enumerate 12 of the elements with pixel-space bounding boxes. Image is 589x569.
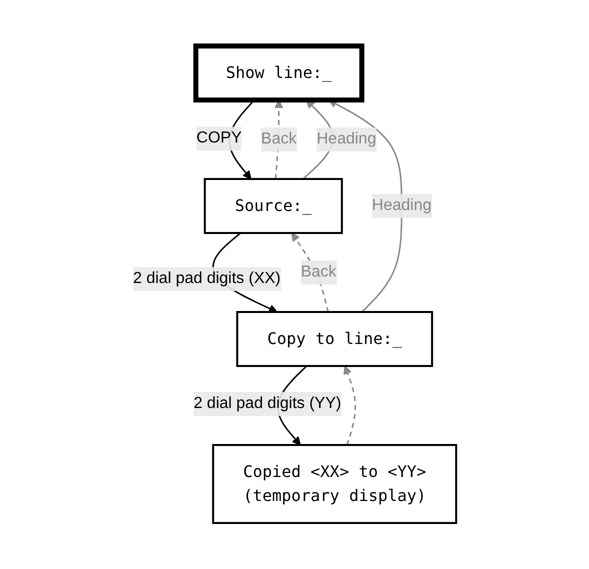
edge-label: Back	[300, 264, 336, 280]
arrow	[343, 366, 356, 446]
edge-label: COPY	[196, 130, 242, 147]
node-box: Show line:_	[193, 44, 364, 102]
node-box: Source:_	[204, 178, 343, 234]
edge-label: Heading	[372, 197, 432, 214]
edge-label: 2 dial pad digits (YY)	[194, 395, 342, 412]
edge-label: 2 dial pad digits (XX)	[132, 270, 281, 288]
node-box: Copied <XX> to <YY> (temporary display)	[212, 444, 458, 524]
edge-label: Back	[260, 130, 297, 148]
node-box: Copy to line:_	[236, 311, 433, 367]
edge-label: Heading	[316, 130, 376, 148]
